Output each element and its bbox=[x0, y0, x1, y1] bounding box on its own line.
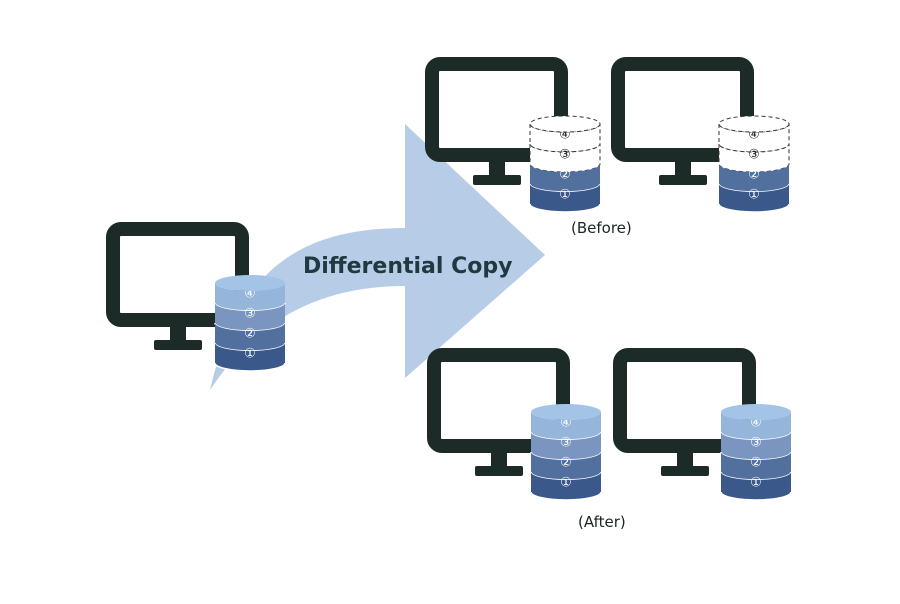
monitor-icon bbox=[106, 222, 249, 350]
database-top-cap bbox=[215, 275, 285, 291]
monitor-neck bbox=[677, 452, 693, 468]
layer-number-label: ① bbox=[750, 476, 762, 491]
database-top-cap bbox=[718, 115, 790, 133]
monitor-screen bbox=[613, 348, 756, 453]
layer-number-label: ③ bbox=[560, 436, 572, 451]
monitor-stand bbox=[473, 175, 521, 185]
database-layer-2: ② bbox=[214, 323, 286, 352]
monitor-screen bbox=[425, 57, 568, 162]
monitor-stand bbox=[659, 175, 707, 185]
monitor-neck bbox=[170, 326, 186, 342]
computer-before-1: ④ ③ ② ① bbox=[425, 57, 601, 213]
database-top-cap bbox=[531, 404, 601, 420]
after-caption: (After) bbox=[578, 513, 626, 531]
layer-number-label: ② bbox=[559, 168, 571, 183]
layer-number-label: ② bbox=[244, 327, 256, 342]
database-layer-1: ① bbox=[214, 343, 286, 372]
layer-number-label: ④ bbox=[560, 416, 572, 431]
database-layer-2: ② bbox=[529, 164, 601, 193]
database-layer-4: ④ bbox=[720, 412, 792, 441]
database-layer-1: ① bbox=[530, 472, 602, 501]
layer-number-label: ① bbox=[559, 188, 571, 203]
computer-after-2: ④ ③ ② ① bbox=[613, 348, 792, 501]
monitor-neck bbox=[675, 161, 691, 177]
database-layer-1: ① bbox=[718, 184, 790, 213]
database-layer-3: ③ bbox=[720, 432, 792, 461]
database-icon: ④ ③ ② ① bbox=[720, 404, 792, 501]
computers-layer: ④ ③ ② ① ④ ③ ② ① ④ ③ ② ① ④ ③ ② ① ④ ③ ② ① bbox=[106, 57, 792, 501]
database-layer-1: ① bbox=[720, 472, 792, 501]
monitor-screen bbox=[106, 222, 249, 327]
layer-number-label: ③ bbox=[559, 148, 571, 163]
database-icon: ④ ③ ② ① bbox=[530, 404, 602, 501]
monitor-screen bbox=[427, 348, 570, 453]
layer-number-label: ③ bbox=[748, 148, 760, 163]
database-layer-2: ② bbox=[720, 452, 792, 481]
monitor-screen bbox=[611, 57, 754, 162]
database-layer-1: ① bbox=[529, 184, 601, 213]
layer-number-label: ④ bbox=[244, 287, 256, 302]
layer-number-label: ④ bbox=[748, 128, 760, 143]
monitor-stand bbox=[154, 340, 202, 350]
differential-copy-arrow bbox=[210, 124, 545, 390]
database-top-cap bbox=[529, 115, 601, 133]
database-layer-3: ③ bbox=[530, 432, 602, 461]
database-layer-3: ③ bbox=[214, 303, 286, 332]
layer-number-label: ② bbox=[750, 456, 762, 471]
database-layer-2: ② bbox=[718, 164, 790, 193]
layer-number-label: ① bbox=[560, 476, 572, 491]
monitor-stand bbox=[475, 466, 523, 476]
layer-number-label: ② bbox=[748, 168, 760, 183]
computer-after-1: ④ ③ ② ① bbox=[427, 348, 602, 501]
database-icon: ④ ③ ② ① bbox=[529, 115, 601, 213]
layer-number-label: ① bbox=[244, 347, 256, 362]
monitor-neck bbox=[491, 452, 507, 468]
computer-source: ④ ③ ② ① bbox=[106, 222, 286, 372]
monitor-icon bbox=[427, 348, 570, 476]
layer-number-label: ④ bbox=[750, 416, 762, 431]
monitor-icon bbox=[613, 348, 756, 476]
layer-number-label: ① bbox=[748, 188, 760, 203]
before-caption: (Before) bbox=[571, 219, 632, 237]
computer-before-2: ④ ③ ② ① bbox=[611, 57, 790, 213]
database-layer-2: ② bbox=[530, 452, 602, 481]
differential-copy-label: Differential Copy bbox=[303, 254, 513, 279]
database-layer-4: ④ bbox=[530, 412, 602, 441]
monitor-icon bbox=[425, 57, 568, 185]
layer-number-label: ② bbox=[560, 456, 572, 471]
layer-number-label: ④ bbox=[559, 128, 571, 143]
database-top-cap bbox=[721, 404, 791, 420]
monitor-neck bbox=[489, 161, 505, 177]
database-icon: ④ ③ ② ① bbox=[718, 115, 790, 213]
database-layer-4: ④ bbox=[214, 283, 286, 312]
database-icon: ④ ③ ② ① bbox=[214, 275, 286, 372]
monitor-icon bbox=[611, 57, 754, 185]
monitor-stand bbox=[661, 466, 709, 476]
layer-number-label: ③ bbox=[750, 436, 762, 451]
layer-number-label: ③ bbox=[244, 307, 256, 322]
